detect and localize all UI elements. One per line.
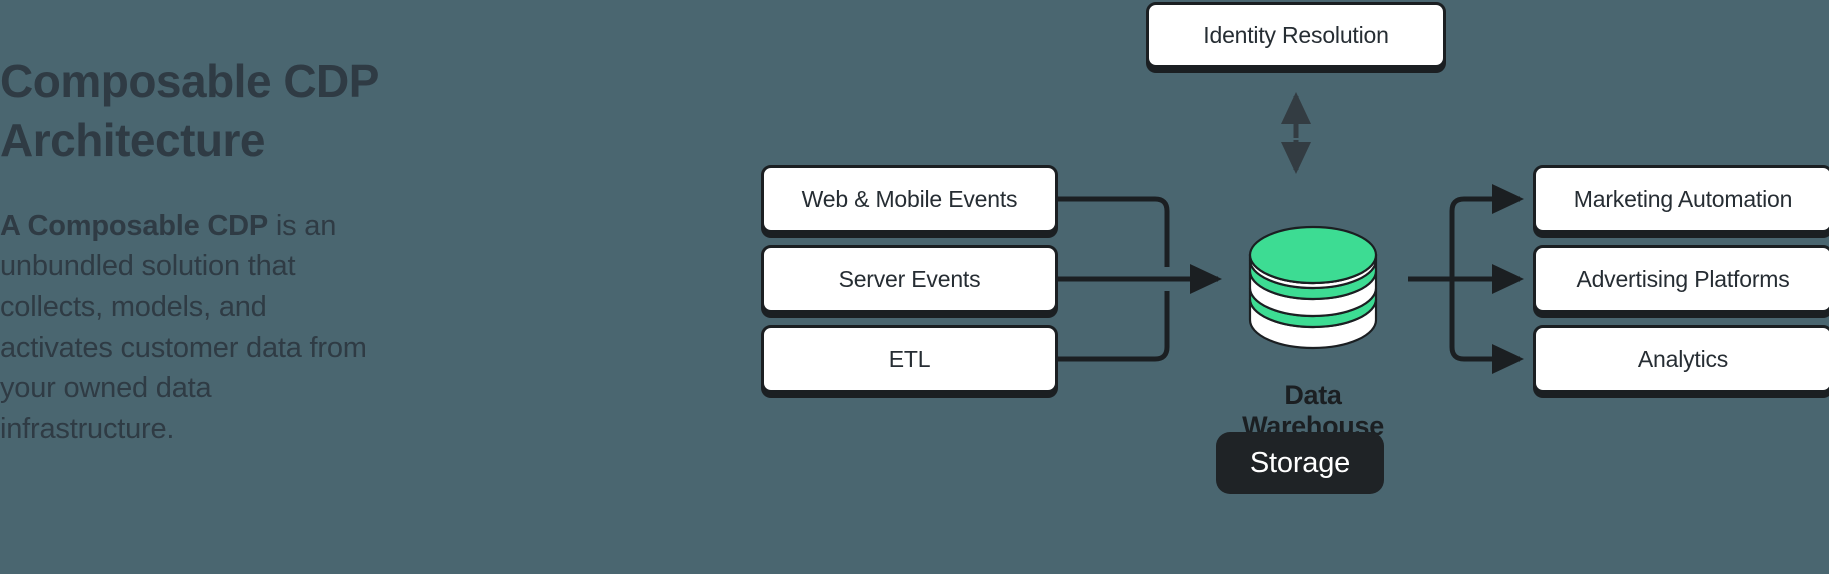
node-analytics-label: Analytics (1637, 345, 1729, 372)
node-server-events-label: Server Events (838, 265, 981, 292)
page-title: Composable CDP Architecture (0, 55, 379, 166)
node-etl-label: ETL (888, 345, 931, 372)
node-web-mobile-events-label: Web & Mobile Events (801, 185, 1018, 212)
left-text-panel: Composable CDP Architecture A Composable… (0, 52, 430, 449)
node-advertising-platforms-label: Advertising Platforms (1576, 265, 1790, 292)
node-marketing-automation[interactable]: Marketing Automation (1533, 165, 1829, 233)
intro-paragraph: A Composable CDP is an unbundled solutio… (0, 206, 370, 450)
connector-warehouse-to-destinations (1408, 184, 1525, 374)
node-analytics[interactable]: Analytics (1533, 325, 1829, 393)
node-identity-resolution-label: Identity Resolution (1203, 21, 1389, 48)
connector-sources-to-warehouse (1058, 196, 1223, 362)
node-advertising-platforms[interactable]: Advertising Platforms (1533, 245, 1829, 313)
database-cylinder-icon (1248, 225, 1378, 350)
storage-badge[interactable]: Storage (1216, 432, 1384, 494)
node-marketing-automation-label: Marketing Automation (1573, 185, 1793, 212)
node-server-events[interactable]: Server Events (761, 245, 1058, 313)
node-identity-resolution[interactable]: Identity Resolution (1146, 2, 1446, 68)
node-web-mobile-events[interactable]: Web & Mobile Events (761, 165, 1058, 233)
intro-paragraph-rest: is an unbundled solution that collects, … (0, 209, 367, 445)
data-warehouse-group: Data Warehouse (1218, 224, 1408, 442)
node-etl[interactable]: ETL (761, 325, 1058, 393)
storage-badge-label: Storage (1249, 446, 1351, 479)
intro-paragraph-lead: A Composable CDP (0, 209, 269, 242)
